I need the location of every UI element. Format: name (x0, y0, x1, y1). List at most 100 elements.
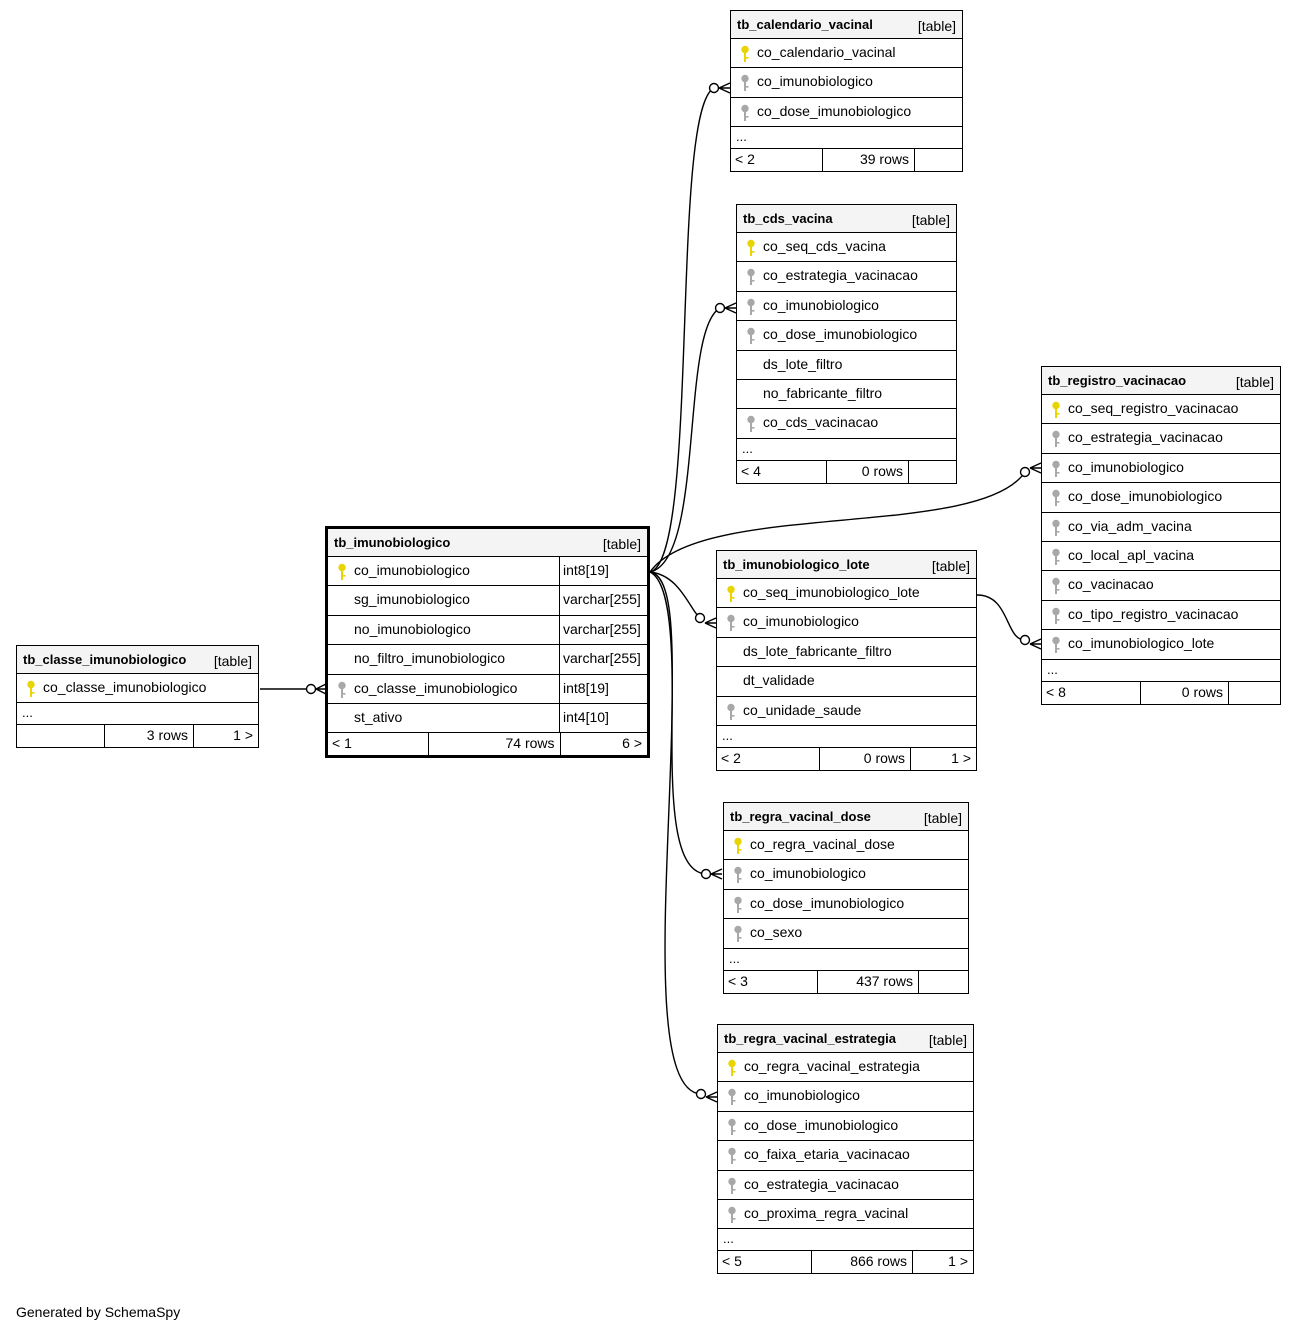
column-row[interactable]: co_local_apl_vacina (1042, 542, 1280, 572)
table-estrategia[interactable]: tb_regra_vacinal_estrategia[table]co_reg… (717, 1024, 974, 1275)
table-header[interactable]: tb_registro_vacinacao[table] (1042, 367, 1280, 395)
column-row[interactable]: co_imunobiologico (1042, 454, 1280, 484)
children-link[interactable] (909, 461, 956, 483)
column-row[interactable]: co_via_adm_vacina (1042, 513, 1280, 542)
column-row[interactable]: no_fabricante_filtro (737, 380, 956, 410)
column-row[interactable]: co_estrategia_vacinacao (718, 1171, 973, 1200)
column-row[interactable]: co_seq_registro_vacinacao (1042, 395, 1280, 425)
children-link[interactable] (919, 971, 968, 993)
children-link[interactable]: 1 > (951, 749, 971, 766)
parents-link[interactable]: < 2 (731, 149, 823, 172)
table-name[interactable]: tb_regra_vacinal_estrategia (724, 1031, 896, 1046)
column-row[interactable]: co_imunobiologico_lote (1042, 630, 1280, 660)
column-row[interactable]: co_calendario_vacinal (731, 39, 962, 69)
column-row[interactable]: co_dose_imunobiologico (724, 890, 968, 920)
column-row[interactable]: co_estrategia_vacinacao (737, 262, 956, 292)
column-row[interactable]: co_dose_imunobiologico (737, 321, 956, 351)
column-row[interactable]: co_regra_vacinal_dose (724, 831, 968, 861)
column-row[interactable]: co_seq_cds_vacina (737, 233, 956, 263)
column-row[interactable]: dt_validade (717, 667, 976, 697)
column-row[interactable]: co_proxima_regra_vacinal (718, 1200, 973, 1230)
table-header[interactable]: tb_cds_vacina[table] (737, 205, 956, 233)
table-name[interactable]: tb_regra_vacinal_dose (730, 809, 871, 824)
column-row[interactable]: co_imunobiologico (717, 608, 976, 638)
children-link[interactable]: 1 > (233, 727, 253, 744)
foreign-key-icon (726, 1088, 738, 1106)
relationship-imuno-registro (649, 471, 1026, 573)
column-row[interactable]: co_tipo_registro_vacinacao (1042, 601, 1280, 631)
table-imuno[interactable]: tb_imunobiologico [table] co_imunobiologic… (325, 526, 650, 759)
table-name[interactable]: tb_calendario_vacinal (737, 17, 873, 32)
primary-key-icon (336, 563, 348, 581)
column-name: co_via_adm_vacina (1068, 517, 1192, 534)
column-row[interactable]: co_imunobiologico (718, 1082, 973, 1112)
column-row[interactable]: co_imunobiologico (731, 68, 962, 98)
column-row[interactable]: co_regra_vacinal_estrategia (718, 1053, 973, 1083)
foreign-key-icon (745, 268, 757, 286)
table-header[interactable]: tb_regra_vacinal_dose[table] (724, 803, 968, 831)
column-row[interactable]: co_imunobiologico (737, 292, 956, 322)
children-link[interactable]: 6 > (622, 735, 643, 752)
table-name[interactable]: tb_classe_imunobiologico (23, 652, 187, 667)
table-lote[interactable]: tb_imunobiologico_lote[table]co_seq_imun… (716, 550, 977, 771)
column-row[interactable]: co_dose_imunobiologico (718, 1112, 973, 1142)
parents-link[interactable]: < 2 (717, 747, 820, 770)
foreign-key-icon (745, 415, 757, 433)
table-header[interactable]: tb_calendario_vacinal[table] (731, 11, 962, 39)
foreign-key-icon (745, 327, 757, 345)
children-link[interactable] (1229, 682, 1280, 704)
table-name[interactable]: tb_imunobiologico_lote (723, 557, 870, 572)
column-name: co_tipo_registro_vacinacao (1068, 605, 1239, 622)
column-name: co_imunobiologico (1068, 458, 1184, 475)
table-registro[interactable]: tb_registro_vacinacao[table]co_seq_regis… (1041, 366, 1281, 705)
column-row[interactable]: co_imunobiologico (724, 860, 968, 890)
table-name[interactable]: tb_registro_vacinacao (1048, 373, 1187, 388)
column-row[interactable]: co_dose_imunobiologico (731, 98, 962, 128)
column-name: co_unidade_saude (743, 701, 862, 718)
table-header[interactable]: tb_imunobiologico_lote[table] (717, 551, 976, 579)
table-header[interactable]: tb_classe_imunobiologico[table] (17, 646, 258, 674)
foreign-key-icon (1050, 636, 1062, 654)
table-header[interactable]: tb_regra_vacinal_estrategia[table] (718, 1025, 973, 1053)
column-row[interactable]: co_classe_imunobiologico (17, 674, 258, 704)
children-link[interactable]: 1 > (948, 1253, 968, 1270)
table-classe[interactable]: tb_classe_imunobiologico[table]co_classe… (16, 645, 259, 749)
column-row[interactable]: co_vacinacao (1042, 571, 1280, 601)
parents-link[interactable]: < 4 (737, 460, 827, 483)
column-row[interactable]: co_seq_imunobiologico_lote (717, 579, 976, 609)
more-columns-ellipsis: ... (731, 127, 962, 150)
table-calendario[interactable]: tb_calendario_vacinal[table]co_calendari… (730, 10, 963, 173)
column-row[interactable]: co_dose_imunobiologico (1042, 483, 1280, 513)
table-dose[interactable]: tb_regra_vacinal_dose[table]co_regra_vac… (723, 802, 969, 994)
parents-link[interactable]: < 1 (328, 733, 430, 756)
table-name[interactable]: tb_imunobiologico (334, 535, 451, 550)
parents-link[interactable]: < 3 (724, 970, 818, 993)
column-row[interactable]: co_unidade_saude (717, 697, 976, 726)
children-link[interactable] (915, 149, 962, 171)
column-row[interactable]: co_faixa_etaria_vacinacao (718, 1141, 973, 1171)
column-row[interactable]: co_sexo (724, 919, 968, 949)
column-row[interactable]: ds_lote_fabricante_filtro (717, 638, 976, 668)
column-type: int8[19] (559, 674, 647, 703)
column-name: co_estrategia_vacinacao (744, 1175, 899, 1192)
table-name[interactable]: tb_cds_vacina (743, 211, 833, 226)
parents-link[interactable]: < 5 (718, 1251, 812, 1274)
column-row[interactable]: co_estrategia_vacinacao (1042, 424, 1280, 454)
parents-link[interactable] (17, 725, 105, 748)
column-row[interactable]: ds_lote_filtro (737, 351, 956, 380)
primary-key-icon (739, 45, 751, 63)
column-row[interactable]: co_cds_vacinacao (737, 409, 956, 439)
table-header[interactable]: tb_imunobiologico [table] (328, 529, 647, 557)
parents-link[interactable]: < 8 (1042, 681, 1141, 704)
table-type-label: [table] (602, 536, 641, 552)
column-type: varchar[255] (559, 645, 647, 674)
